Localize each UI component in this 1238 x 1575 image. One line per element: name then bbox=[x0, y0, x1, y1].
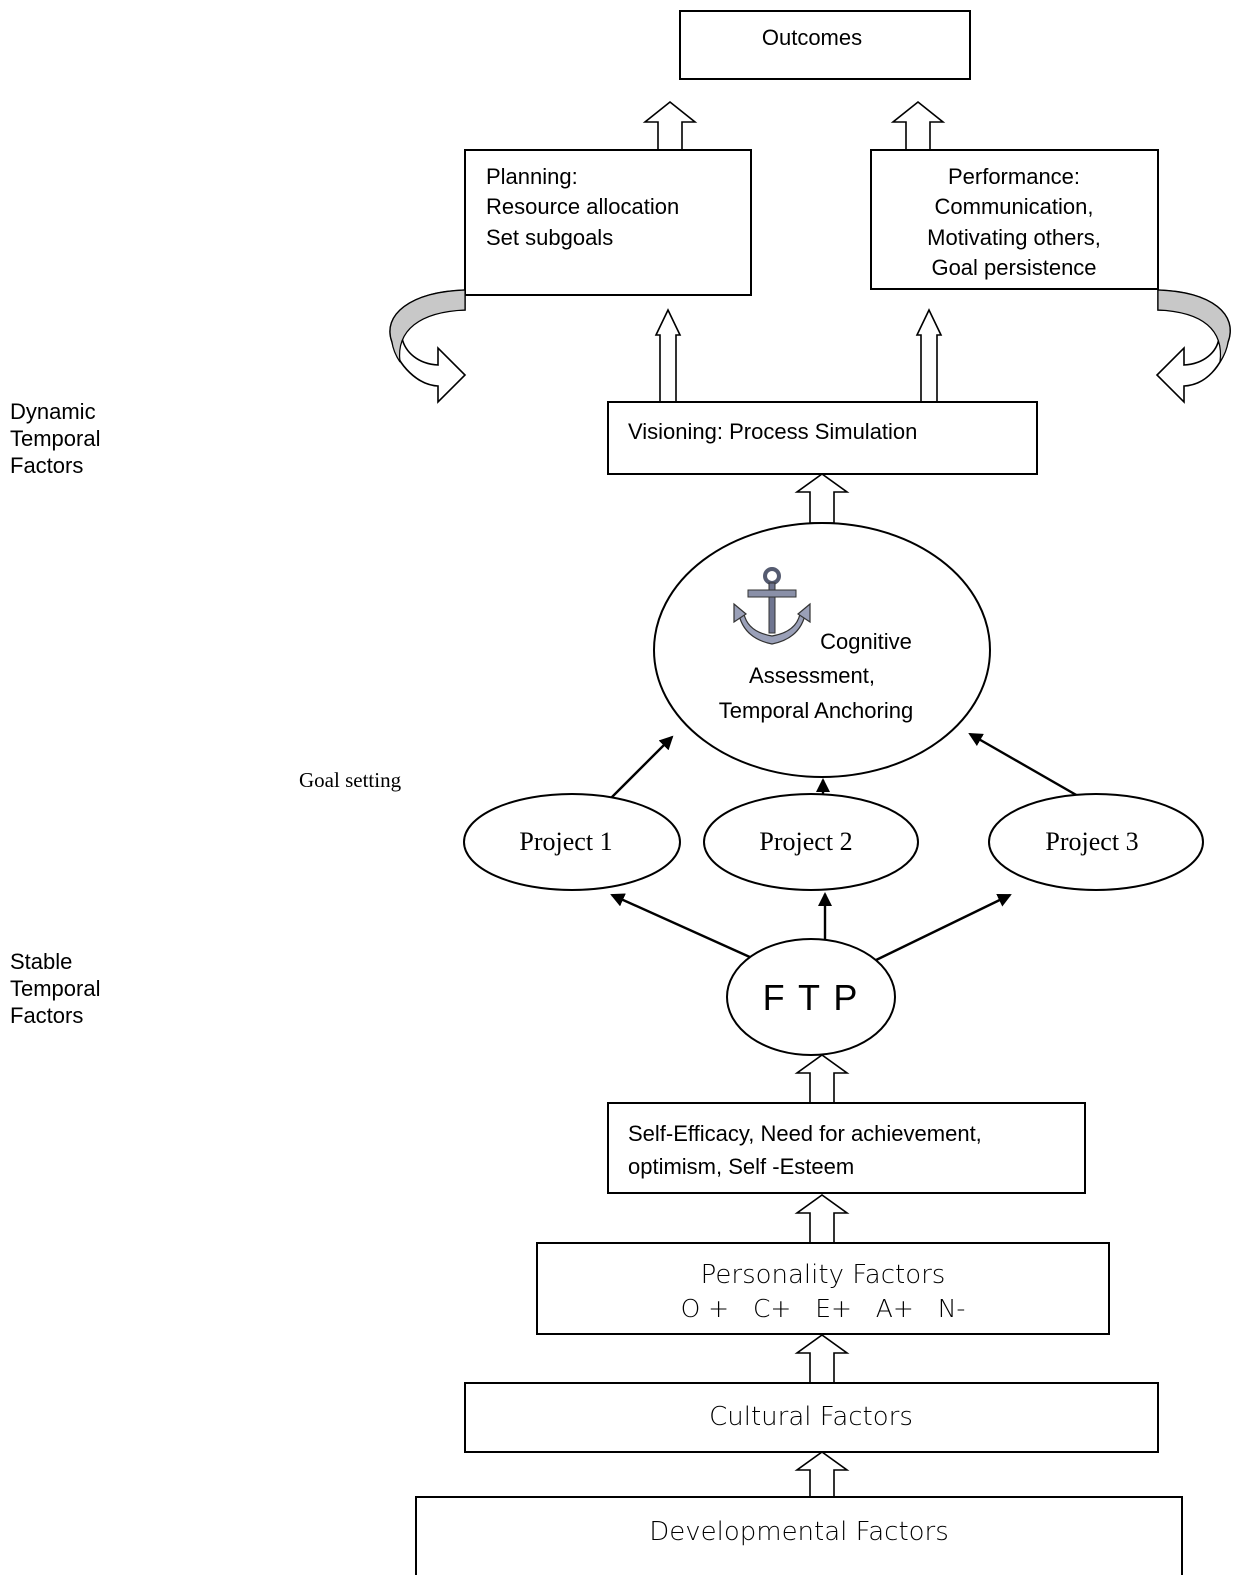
self-efficacy-line-1: Self-Efficacy, Need for achievement, bbox=[628, 1121, 982, 1146]
planning-title: Planning: bbox=[486, 164, 578, 189]
arrow-ftp-to-project1 bbox=[610, 893, 753, 960]
personality-traits: O + C+ E+ A+ N- bbox=[681, 1294, 966, 1323]
arrow-performance-to-outcomes bbox=[890, 100, 946, 151]
ftp-text: F T P bbox=[763, 977, 860, 1018]
dynamic-label-line-2: Temporal bbox=[10, 426, 100, 451]
project3-text: Project 3 bbox=[1045, 827, 1138, 856]
planning-line-2: Resource allocation bbox=[486, 194, 679, 219]
arrow-visioning-to-performance bbox=[915, 308, 943, 403]
arrow-project1-to-cognitive bbox=[607, 735, 674, 802]
curved-arrow-right bbox=[1155, 289, 1231, 404]
goal-setting-label: Goal setting bbox=[299, 768, 402, 792]
dynamic-label-line-3: Factors bbox=[10, 453, 83, 478]
project1-ellipse bbox=[463, 793, 681, 891]
visioning-text: Visioning: Process Simulation bbox=[628, 419, 917, 444]
outcomes-box bbox=[679, 10, 971, 80]
dynamic-label-line-1: Dynamic bbox=[10, 399, 96, 424]
planning-line-3: Set subgoals bbox=[486, 225, 613, 250]
self-efficacy-line-2: optimism, Self -Esteem bbox=[628, 1154, 854, 1179]
arrow-developmental-to-cultural bbox=[794, 1451, 850, 1498]
ftp-ellipse bbox=[726, 938, 896, 1056]
performance-line-3: Motivating others, bbox=[927, 225, 1101, 250]
project2-text: Project 2 bbox=[759, 827, 852, 856]
personality-box bbox=[536, 1242, 1110, 1335]
cognitive-line-3: Temporal Anchoring bbox=[719, 698, 913, 723]
stable-label-line-1: Stable bbox=[10, 949, 72, 974]
planning-box bbox=[464, 149, 752, 296]
arrow-planning-to-outcomes bbox=[642, 100, 698, 151]
arrow-project3-to-cognitive bbox=[968, 732, 1086, 802]
developmental-box bbox=[415, 1496, 1183, 1575]
dynamic-temporal-label: Dynamic Temporal Factors bbox=[10, 399, 100, 478]
cognitive-line-1: Cognitive bbox=[820, 629, 912, 654]
arrow-selfefficacy-to-ftp bbox=[794, 1054, 850, 1104]
arrow-ftp-to-project3 bbox=[871, 893, 1012, 964]
curved-arrow-left bbox=[389, 289, 467, 404]
arrow-cultural-to-personality bbox=[794, 1334, 850, 1384]
project3-ellipse bbox=[988, 793, 1204, 891]
project2-ellipse bbox=[703, 793, 919, 891]
stable-label-line-3: Factors bbox=[10, 1003, 83, 1028]
performance-title: Performance: bbox=[948, 164, 1080, 189]
self-efficacy-box bbox=[607, 1102, 1086, 1194]
cultural-box bbox=[464, 1382, 1159, 1453]
performance-line-2: Communication, bbox=[935, 194, 1094, 219]
cultural-text: Cultural Factors bbox=[709, 1402, 913, 1432]
arrow-visioning-to-planning bbox=[654, 308, 682, 403]
arrow-personality-to-selfefficacy bbox=[794, 1194, 850, 1244]
stable-temporal-label: Stable Temporal Factors bbox=[10, 949, 100, 1028]
performance-line-4: Goal persistence bbox=[931, 255, 1096, 280]
anchor-icon bbox=[733, 567, 811, 645]
performance-box bbox=[870, 149, 1159, 290]
cognitive-ellipse bbox=[653, 522, 991, 778]
visioning-box bbox=[607, 401, 1038, 475]
outcomes-text: Outcomes bbox=[762, 25, 862, 50]
developmental-text: Developmental Factors bbox=[649, 1517, 949, 1547]
stable-label-line-2: Temporal bbox=[10, 976, 100, 1001]
cognitive-line-2: Assessment, bbox=[749, 663, 875, 688]
arrow-cognitive-to-visioning bbox=[794, 473, 850, 524]
project1-text: Project 1 bbox=[519, 827, 612, 856]
personality-title: Personality Factors bbox=[701, 1260, 946, 1290]
